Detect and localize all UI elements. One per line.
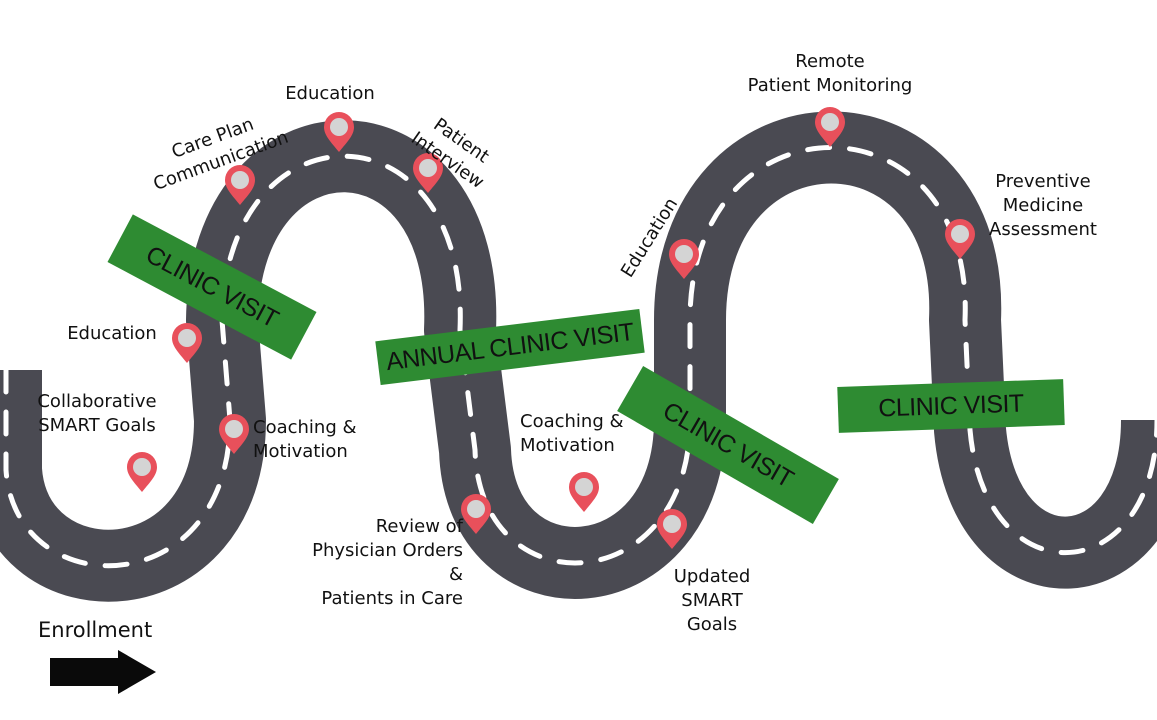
label-remote-monitoring: Remote Patient Monitoring xyxy=(747,51,913,96)
label-preventive: Preventive Medicine Assessment xyxy=(989,171,1097,240)
location-pin-icon xyxy=(324,112,354,152)
location-pin-icon xyxy=(945,219,975,259)
location-pin-icon xyxy=(569,472,599,512)
clinic-visit-banner-3-text: CLINIC VISIT xyxy=(877,388,1025,423)
location-pin-icon xyxy=(657,509,687,549)
label-coaching-1: Coaching & Motivation xyxy=(253,417,357,462)
enrollment-label: Enrollment xyxy=(38,618,153,642)
location-pin-icon xyxy=(461,494,491,534)
location-pin-icon xyxy=(413,153,443,193)
label-collaborative-goals: Collaborative SMART Goals xyxy=(37,391,157,436)
clinic-visit-banner-3 xyxy=(837,379,1065,433)
label-education-top: Education xyxy=(285,83,375,104)
location-pin-icon xyxy=(172,323,202,363)
road-center-line xyxy=(3,145,1157,569)
annual-clinic-visit-banner xyxy=(375,308,645,386)
location-pin-icon xyxy=(669,239,699,279)
clinic-visit-banner-2 xyxy=(617,365,839,525)
location-pin-icon xyxy=(219,414,249,454)
clinic-visit-banner-1 xyxy=(107,214,317,360)
label-updated-goals: Updated SMART Goals xyxy=(673,566,751,635)
location-pin-icon xyxy=(127,452,157,492)
arrow-right-icon xyxy=(50,650,156,694)
label-review-orders: Review of Physician Orders & Patients in… xyxy=(312,516,463,609)
label-education-left: Education xyxy=(67,323,157,344)
location-pin-icon xyxy=(225,165,255,205)
location-pin-icon xyxy=(815,107,845,147)
label-coaching-2: Coaching & Motivation xyxy=(520,411,624,456)
